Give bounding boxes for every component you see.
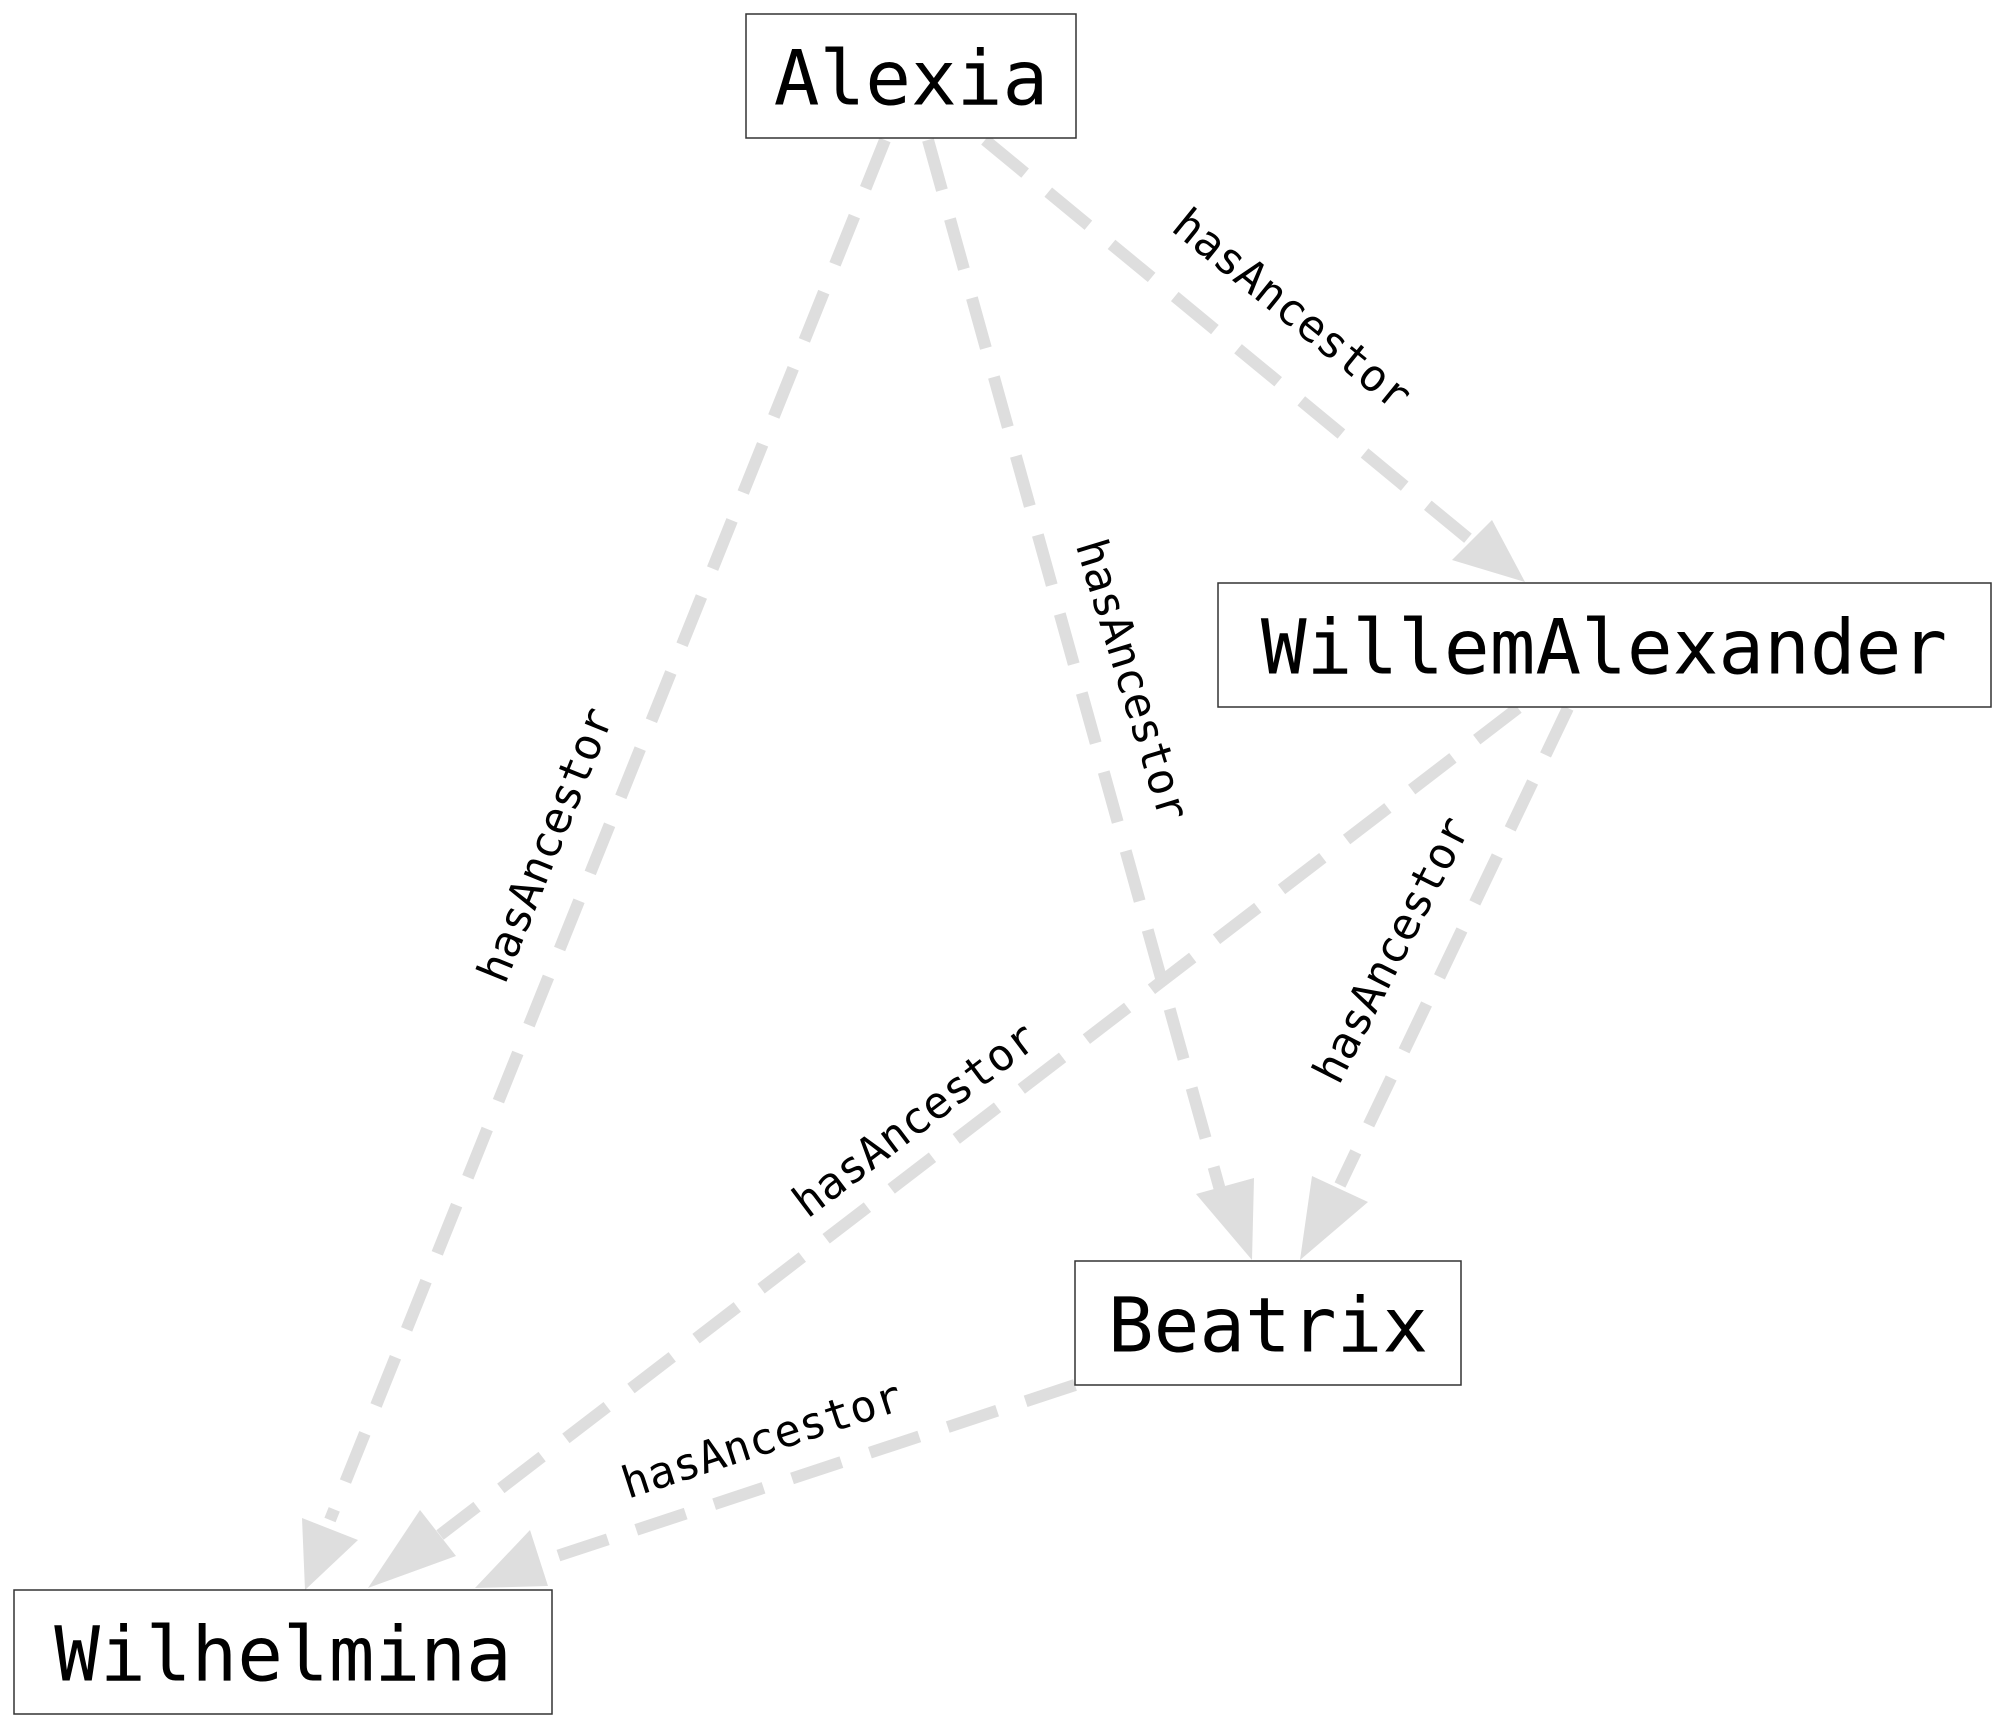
node-beatrix[interactable]: Beatrix [1074, 1260, 1462, 1386]
edge-alexia-willemalexander: hasAncestor [981, 135, 1525, 582]
edge-label: hasAncestor [1163, 198, 1422, 421]
edge-beatrix-wilhelmina: hasAncestor [475, 1371, 1077, 1588]
edge-alexia-wilhelmina: hasAncestor [302, 137, 891, 1590]
node-box [13, 1589, 553, 1715]
edge-arrowhead [302, 1518, 358, 1590]
edge-line [922, 138, 1226, 1192]
edge-label: hasAncestor [1065, 533, 1199, 827]
node-label: Alexia [774, 34, 1049, 123]
node-willemalexander[interactable]: WillemAlexander [1217, 582, 1992, 708]
edge-arrowhead [1300, 1176, 1368, 1260]
node-label: Beatrix [1108, 1281, 1428, 1370]
edge-arrowhead [1196, 1178, 1254, 1260]
node-label: Wilhelmina [54, 1610, 512, 1699]
edge-line [981, 135, 1474, 545]
node-wilhelmina[interactable]: Wilhelmina [13, 1589, 553, 1715]
edge-willemalexander-beatrix: hasAncestor [1300, 705, 1574, 1260]
nodes: Alexia WillemAlexander Beatrix Wilhelmin… [13, 13, 1992, 1715]
node-box [1217, 582, 1992, 708]
edge-label: hasAncestor [783, 1012, 1046, 1228]
edge-arrowhead [1452, 520, 1525, 582]
edge-arrowhead [368, 1510, 456, 1588]
node-alexia[interactable]: Alexia [745, 13, 1077, 139]
node-box [745, 13, 1077, 139]
edge-line [324, 137, 891, 1523]
edge-line [543, 1379, 1077, 1566]
edge-arrowhead [475, 1530, 548, 1588]
edge-line [436, 703, 1522, 1540]
node-box [1074, 1260, 1462, 1386]
edge-line [1334, 705, 1574, 1188]
node-label: WillemAlexander [1261, 603, 1947, 692]
